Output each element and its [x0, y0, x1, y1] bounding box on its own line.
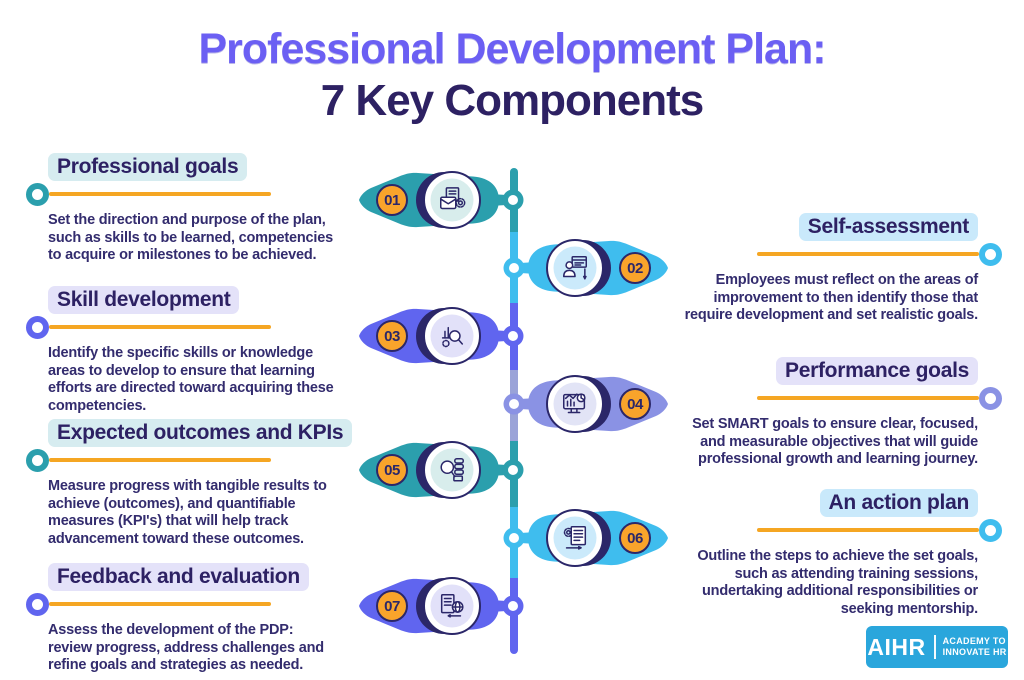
accent-ring: [26, 315, 49, 339]
accent-rule: [49, 325, 271, 329]
title-line2: 7 Key Components: [320, 75, 705, 125]
item-heading: Feedback and evaluation: [48, 563, 309, 591]
magnifier-database-icon: [437, 455, 467, 485]
title-line1: Professional Development Plan:: [198, 25, 826, 73]
item-body: Set SMART goals to ensure clear, focused…: [692, 416, 978, 467]
accent-rule: [49, 192, 271, 196]
item-body: Identify the specific skills or knowledg…: [48, 345, 334, 414]
briefcase-documents-gear-icon: [437, 185, 467, 215]
logo-tagline: ACADEMY TO INNOVATE HR: [943, 636, 1007, 658]
number-badge: 03: [376, 320, 408, 352]
accent-underline: [682, 386, 1004, 410]
accent-ring: [979, 386, 1002, 410]
document-globe-pencil-icon: [437, 591, 467, 621]
logo-brand: AIHR: [867, 633, 926, 660]
number-badge: 01: [376, 184, 408, 216]
accent-ring: [26, 592, 49, 616]
number-badge: 06: [619, 522, 651, 554]
monitor-analytics-icon: [560, 389, 590, 419]
accent-underline: [26, 448, 348, 472]
accent-ring: [26, 448, 49, 472]
aihr-logo: AIHR ACADEMY TO INNOVATE HR: [866, 626, 1008, 668]
timeline-marker-01: 01: [356, 168, 526, 232]
chart-magnifier-gear-icon: [437, 321, 467, 351]
timeline-marker-02: 02: [501, 236, 671, 300]
item-body: Measure progress with tangible results t…: [48, 478, 327, 547]
item-heading: An action plan: [819, 489, 978, 517]
accent-underline: [26, 315, 348, 339]
accent-ring: [979, 518, 1002, 542]
timeline-marker-04: 04: [501, 372, 671, 436]
accent-rule: [49, 602, 271, 606]
accent-ring: [26, 182, 49, 206]
item-heading: Skill development: [48, 286, 240, 314]
logo-tagline-line1: ACADEMY TO: [942, 636, 1006, 646]
number-badge: 02: [619, 252, 651, 284]
accent-rule: [757, 528, 979, 532]
accent-underline: [682, 242, 1004, 266]
timeline-marker-07: 07: [356, 574, 526, 638]
accent-rule: [49, 458, 271, 462]
timeline-marker-06: 06: [501, 506, 671, 570]
accent-rule: [757, 396, 979, 400]
accent-ring: [979, 242, 1002, 266]
timeline-marker-03: 03: [356, 304, 526, 368]
logo-divider: [933, 635, 936, 659]
number-badge: 07: [376, 590, 408, 622]
item-body: Employees must reflect on the areas of i…: [684, 272, 979, 323]
accent-underline: [26, 592, 348, 616]
item-body: Set the direction and purpose of the pla…: [48, 212, 333, 263]
accent-underline: [26, 182, 348, 206]
number-badge: 04: [619, 388, 651, 420]
item-body: Assess the development of the PDP: revie…: [48, 622, 324, 673]
accent-underline: [682, 518, 1004, 542]
document-gear-pencil-icon: [560, 523, 590, 553]
accent-rule: [757, 252, 979, 256]
number-badge: 05: [376, 454, 408, 486]
page-title: Professional Development Plan: 7 Key Com…: [0, 24, 1024, 127]
logo-tagline-line2: INNOVATE HR: [942, 647, 1007, 657]
item-heading: Expected outcomes and KPIs: [48, 419, 353, 447]
item-heading: Professional goals: [48, 153, 248, 181]
item-body: Outline the steps to achieve the set goa…: [697, 548, 978, 617]
person-computer-icon: [560, 253, 590, 283]
item-heading: Self-assessment: [798, 213, 978, 241]
timeline-marker-05: 05: [356, 438, 526, 502]
item-heading: Performance goals: [776, 357, 978, 385]
